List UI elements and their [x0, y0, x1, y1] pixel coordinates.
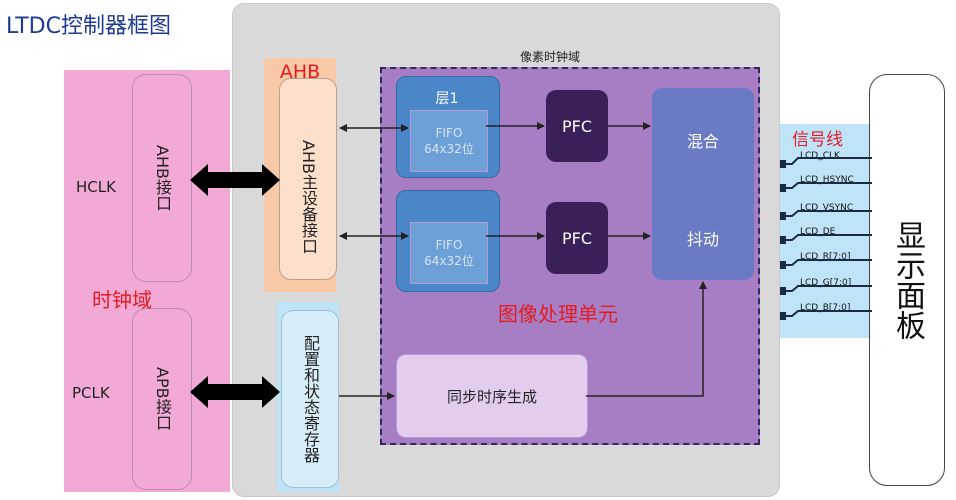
apb-interface-label: APB接口	[153, 367, 172, 431]
diagram-title: LTDC控制器框图	[6, 14, 171, 39]
signal-lcd-vsync: LCD_VSYNC	[800, 203, 854, 213]
pclk-label: PCLK	[72, 384, 110, 402]
ahb-master-interface-box: AHB主设备接口	[279, 78, 337, 280]
fifo-2-label: FIFO	[435, 237, 463, 252]
image-processing-unit-label: 图像处理单元	[498, 302, 618, 326]
blend-label: 混合	[686, 132, 719, 151]
sync-blend-link	[586, 281, 707, 397]
hclk-label: HCLK	[76, 178, 116, 196]
ahb-interface-label: AHB接口	[153, 145, 172, 211]
fifo-2-size: 64x32位	[424, 253, 474, 268]
dither-label: 抖动	[686, 230, 719, 249]
ahb-interface-box: AHB接口	[132, 74, 192, 282]
clock-domain-label: 时钟域	[92, 288, 152, 312]
layer-1-label: 层1	[435, 91, 459, 107]
sync-timing-generator: 同步时序生成	[396, 354, 588, 438]
fifo-2: FIFO 64x32位	[410, 222, 488, 284]
blend-dither-box: 混合 抖动	[652, 88, 754, 280]
config-registers-label: 配置和状态寄存器	[301, 335, 320, 463]
apb-interface-box: APB接口	[132, 308, 192, 490]
signal-lcd-r: LCD_R[7:0]	[800, 252, 851, 262]
display-panel-label: 显示面板	[890, 220, 925, 340]
pfc-1: PFC	[546, 90, 608, 162]
signal-wires	[782, 157, 872, 317]
ahb-bus-arrow	[190, 164, 280, 196]
display-panel: 显示面板	[869, 74, 945, 486]
fifo-1: FIFO 64x32位	[410, 110, 488, 172]
fifo-1-label: FIFO	[435, 125, 463, 140]
signal-lines-label: 信号线	[792, 130, 843, 150]
apb-bus-arrow	[190, 376, 280, 408]
pixel-clock-domain-label: 像素时钟域	[520, 50, 581, 64]
signal-lcd-de: LCD_DE	[800, 227, 836, 237]
signal-lcd-hsync: LCD_HSYNC	[800, 175, 854, 185]
pfc-2: PFC	[546, 202, 608, 274]
ahb-master-interface-label: AHB主设备接口	[299, 140, 318, 254]
config-registers-box: 配置和状态寄存器	[281, 310, 339, 488]
signal-lcd-g: LCD_G[7:0]	[800, 278, 852, 288]
fifo-1-size: 64x32位	[424, 141, 474, 156]
signal-lcd-clk: LCD_CLK	[800, 151, 840, 161]
signal-lcd-b: LCD_B[7:0]	[800, 303, 851, 313]
